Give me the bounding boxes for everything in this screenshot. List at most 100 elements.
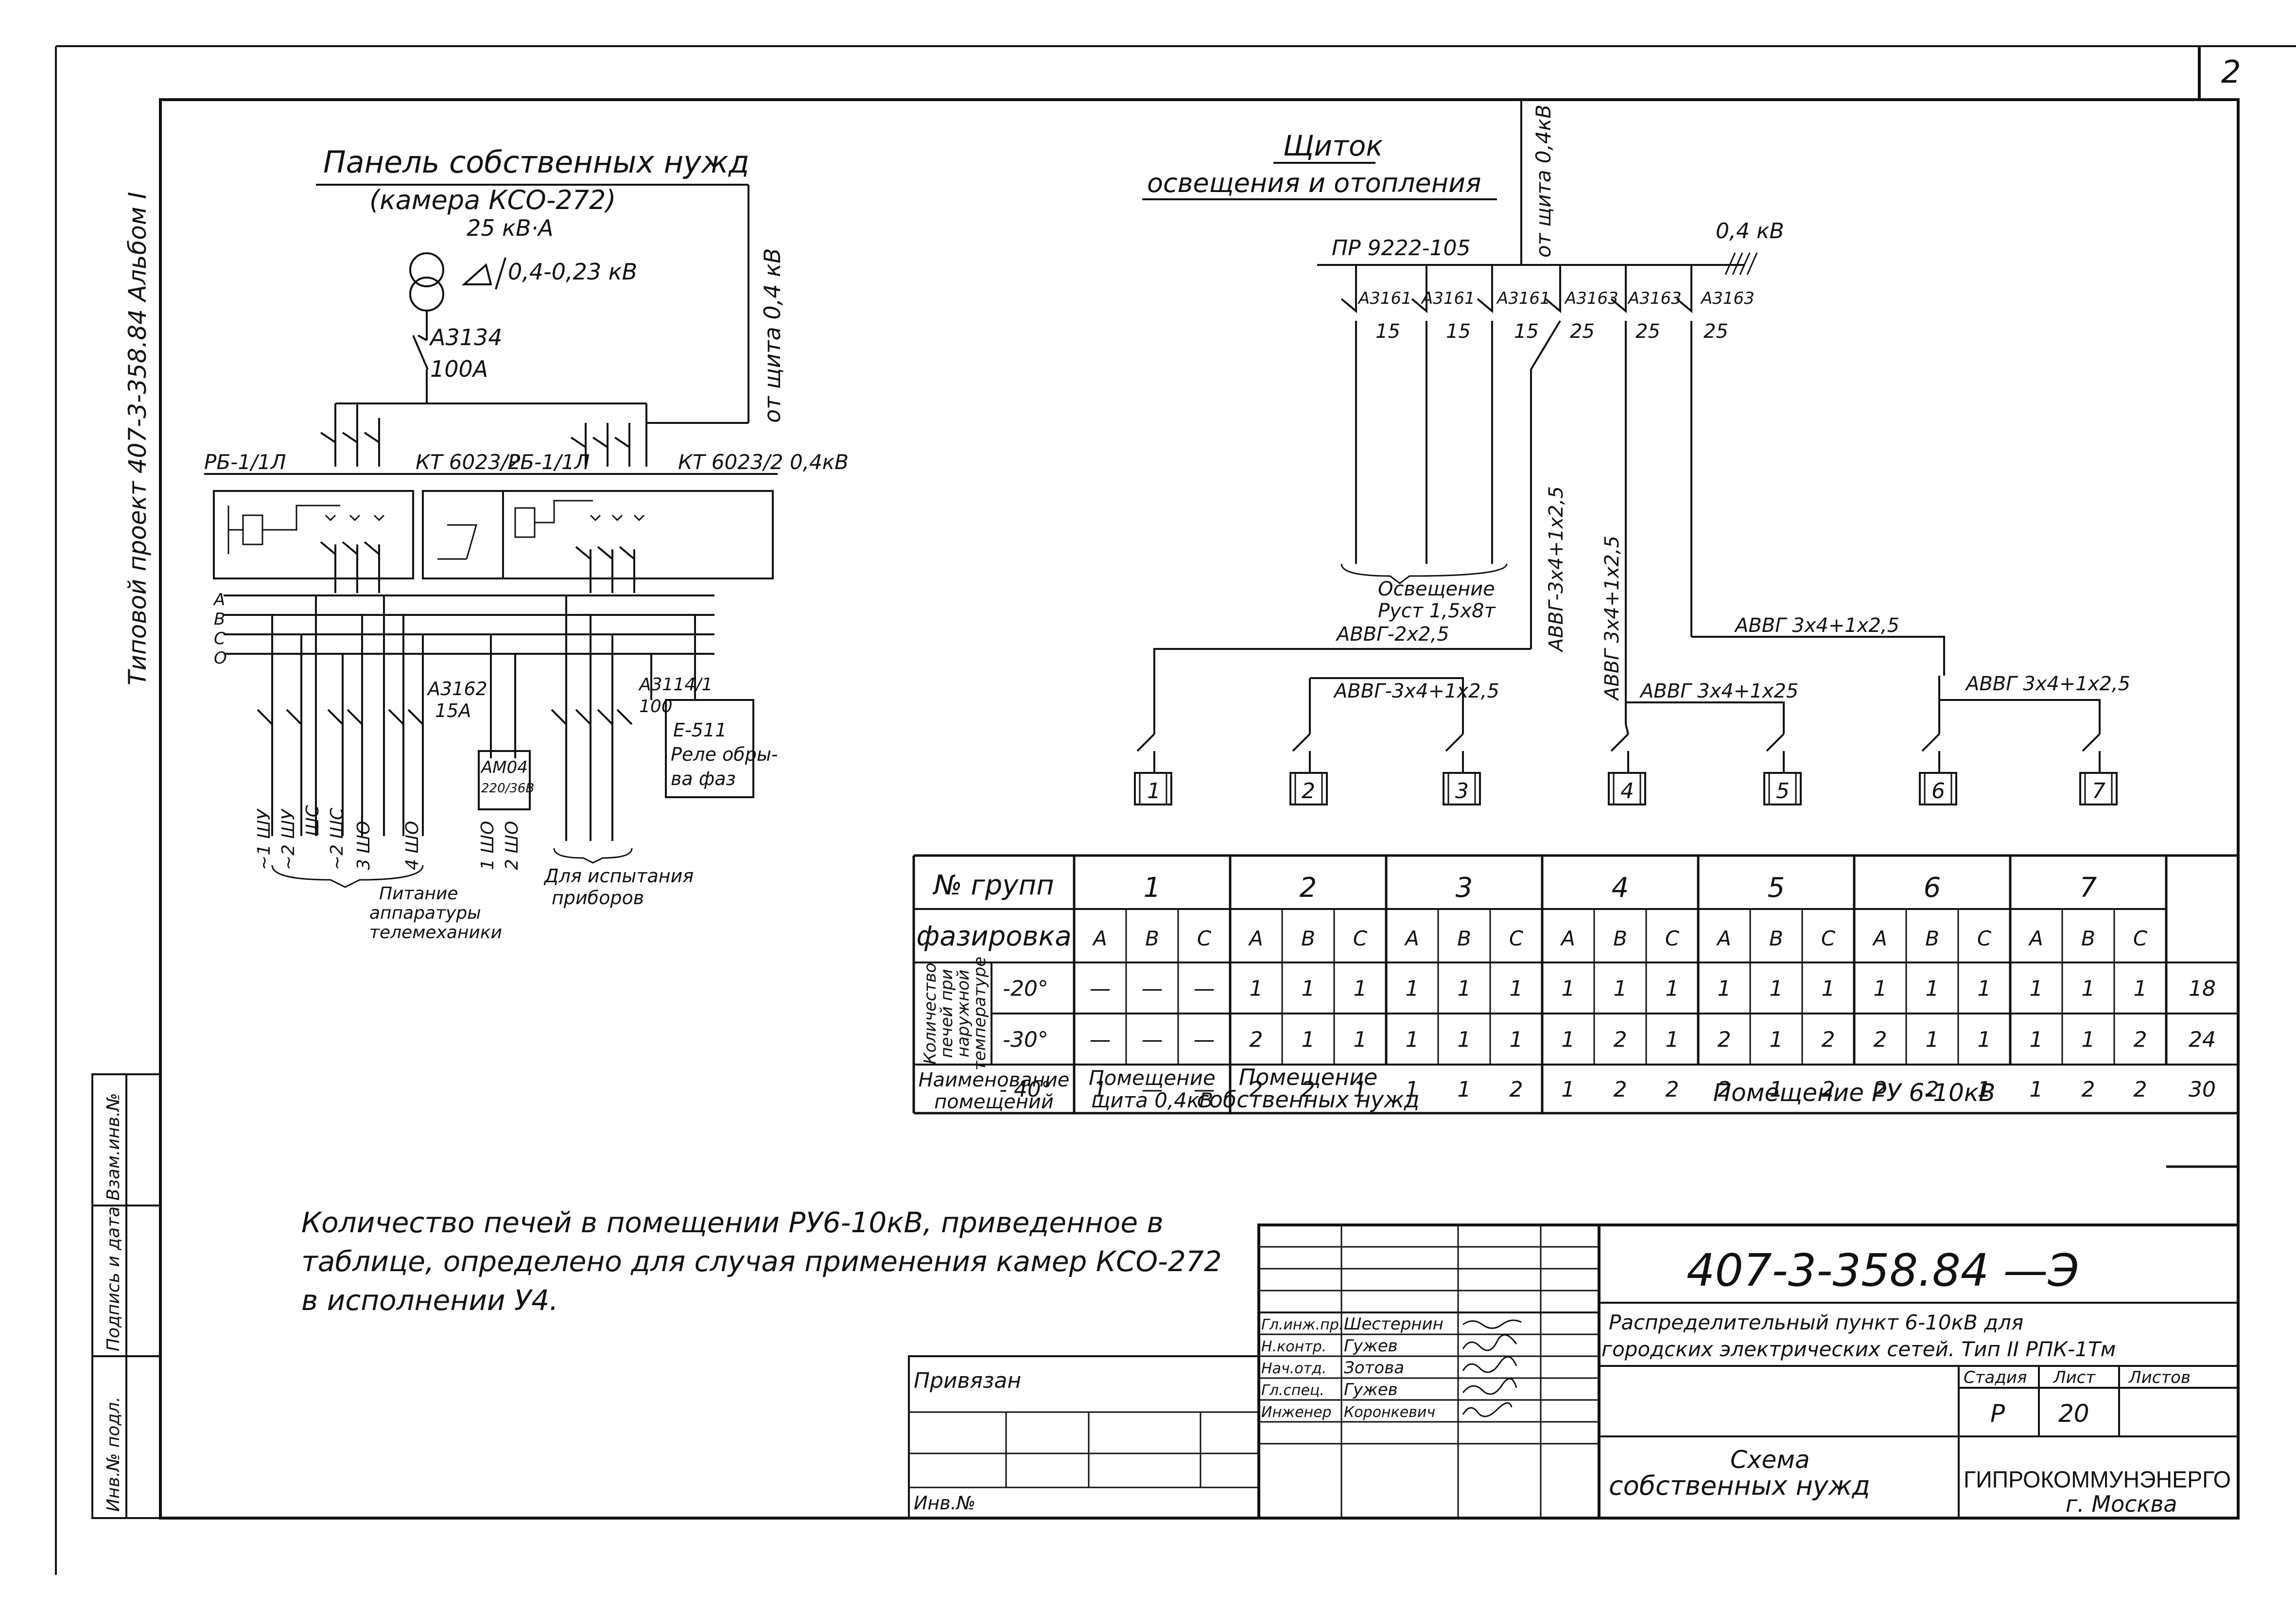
role: Гл.спец. <box>1261 1382 1324 1399</box>
heater-count: 2 <box>1614 1077 1627 1102</box>
cable-g67-top: АВВГ 3х4+1х2,5 <box>1734 614 1899 637</box>
heater-count: 2 <box>1926 1077 1939 1102</box>
heater-count: 1 <box>1666 977 1679 1001</box>
room-name: Помещение РУ 6-10кВ <box>1713 1079 1996 1107</box>
cable-g23: АВВГ-3х4+1х2,5 <box>1333 680 1499 702</box>
heater-count: 1 <box>2030 1028 2043 1052</box>
transformer-power: 25 кВ·А <box>467 215 554 241</box>
heater-count: 2 <box>2134 1077 2147 1102</box>
breaker-a3162: А3162 <box>426 678 487 699</box>
am04-label: АМ04 <box>480 758 528 777</box>
heater-count: 2 <box>1822 1028 1835 1052</box>
shield-from-shield: от щита 0,4кВ <box>1531 105 1555 258</box>
heater-count: 1 <box>1302 977 1315 1001</box>
phase-label: С <box>1197 926 1212 950</box>
phase-label: А <box>2028 926 2043 950</box>
breaker-rating: 25 <box>1635 320 1660 343</box>
room-name: собственных нужд <box>1197 1086 1419 1113</box>
signatures <box>1462 1319 1522 1417</box>
heater-count: — <box>1090 977 1111 1001</box>
lighting-heating-shield: Щиток освещения и отопления от щита 0,4к… <box>1134 100 2130 805</box>
heater-count: 1 <box>1666 1028 1679 1052</box>
telemetry-note-1: Питание <box>379 884 458 904</box>
heater-count: 2 <box>1666 1077 1679 1102</box>
side-title: Типовой проект 407-3-358.84 Альбом I <box>123 192 152 685</box>
group-number: 6 <box>1931 779 1945 804</box>
row-total: 30 <box>2189 1077 2216 1102</box>
heater-count: — <box>1142 977 1163 1001</box>
heater-count: 1 <box>1718 977 1731 1001</box>
bus-label-c: С <box>214 629 226 648</box>
signer-name: Шестернин <box>1344 1314 1444 1334</box>
phase-label: В <box>1613 926 1627 950</box>
phase-label: А <box>1560 926 1575 950</box>
heater-count: 1 <box>1354 1028 1367 1052</box>
group-number: 5 <box>1776 779 1790 804</box>
phase-label: В <box>1457 926 1471 950</box>
phase-label: В <box>2081 926 2095 950</box>
temperature-label: - 40° <box>999 1077 1052 1102</box>
heater-count: — <box>1090 1028 1111 1052</box>
privyazan-label: Привязан <box>914 1368 1021 1393</box>
group-outlets: 1 2 3 4 5 6 7 <box>1134 733 2118 805</box>
feeder-label: ~2 ШУ <box>278 808 298 870</box>
inv-label: Инв.№ <box>914 1492 975 1514</box>
heater-count: 2 <box>1718 1077 1731 1102</box>
row-total: 18 <box>2189 977 2216 1001</box>
stage-value: Р <box>1990 1399 2005 1428</box>
feeder-label: ~1 ШУ <box>254 808 274 870</box>
relay-name: Е-511 <box>673 719 727 741</box>
temperature-label: -30° <box>1003 1028 1048 1052</box>
phase-label: С <box>1977 926 1992 950</box>
group-number: 3 <box>1455 779 1469 804</box>
main-breaker-rating: 100А <box>430 356 488 382</box>
cable-g1: АВВГ-2х2,5 <box>1335 623 1449 646</box>
heater-count: 1 <box>1926 977 1939 1001</box>
sheet-value: 20 <box>2058 1399 2089 1428</box>
breaker-rating: 25 <box>1570 320 1595 343</box>
role: Н.контр. <box>1261 1338 1326 1355</box>
sheet-number: 2 <box>2221 54 2241 90</box>
phase-label: А <box>1404 926 1419 950</box>
description-2: городских электрических сетей. Тип II РП… <box>1601 1337 2116 1361</box>
heater-count: 1 <box>1770 977 1783 1001</box>
heater-count: 1 <box>1978 1028 1991 1052</box>
heater-count: 1 <box>1510 1028 1523 1052</box>
lower-switches <box>320 541 635 593</box>
signer-name: Зотова <box>1344 1358 1404 1378</box>
shield-title-1: Щиток <box>1283 129 1383 162</box>
phase-label: В <box>1769 926 1783 950</box>
heater-count: 1 <box>1406 977 1419 1001</box>
phase-label: А <box>1716 926 1731 950</box>
role: Нач.отд. <box>1261 1360 1326 1377</box>
group-column-header: 6 <box>1924 872 1941 904</box>
phase-label: А <box>1872 926 1887 950</box>
phase-label: В <box>1925 926 1939 950</box>
phase-label: А <box>1248 926 1263 950</box>
testing-note-1: Для испытания <box>543 865 694 887</box>
shield-branches <box>1340 265 1692 715</box>
heater-count: — <box>1194 1028 1215 1052</box>
cable-g45: АВВГ 3х4+1х25 <box>1639 680 1798 702</box>
stamp-sign-label: Подпись и дата <box>104 1206 123 1351</box>
cable-vert-2: АВВГ 3х4+1х2,5 <box>1601 536 1623 701</box>
sheet-title-2: собственных нужд <box>1609 1470 1870 1501</box>
shield-breakers: А3161 А3161 А3161 А3163 А3163 А3163 15 1… <box>1357 289 1755 343</box>
feeder-label: 2 ШО <box>502 821 522 870</box>
heater-count: 2 <box>1718 1028 1731 1052</box>
feeder-label: 3 ШО <box>354 821 374 870</box>
heater-count: 1 <box>1562 1028 1575 1052</box>
heater-count: — <box>1142 1028 1163 1052</box>
am04-rating: 220/36В <box>481 781 534 796</box>
heater-count: — <box>1194 977 1215 1001</box>
stamp-vzam-label: Взам.инв.№ <box>104 1093 123 1201</box>
cable-g67: АВВГ 3х4+1х2,5 <box>1965 673 2130 695</box>
heater-count: 1 <box>2134 977 2147 1001</box>
breaker-label: А3161 <box>1496 289 1550 308</box>
own-needs-panel: Панель собственных нужд (камера КСО-272)… <box>204 144 849 943</box>
kt-label-1: КТ 6023/2 <box>416 450 521 474</box>
heater-count: 1 <box>2030 977 2043 1001</box>
panel-title: Панель собственных нужд <box>323 144 749 180</box>
org-name: ГИПРОКОММУНЭНЕРГО <box>1964 1467 2231 1493</box>
